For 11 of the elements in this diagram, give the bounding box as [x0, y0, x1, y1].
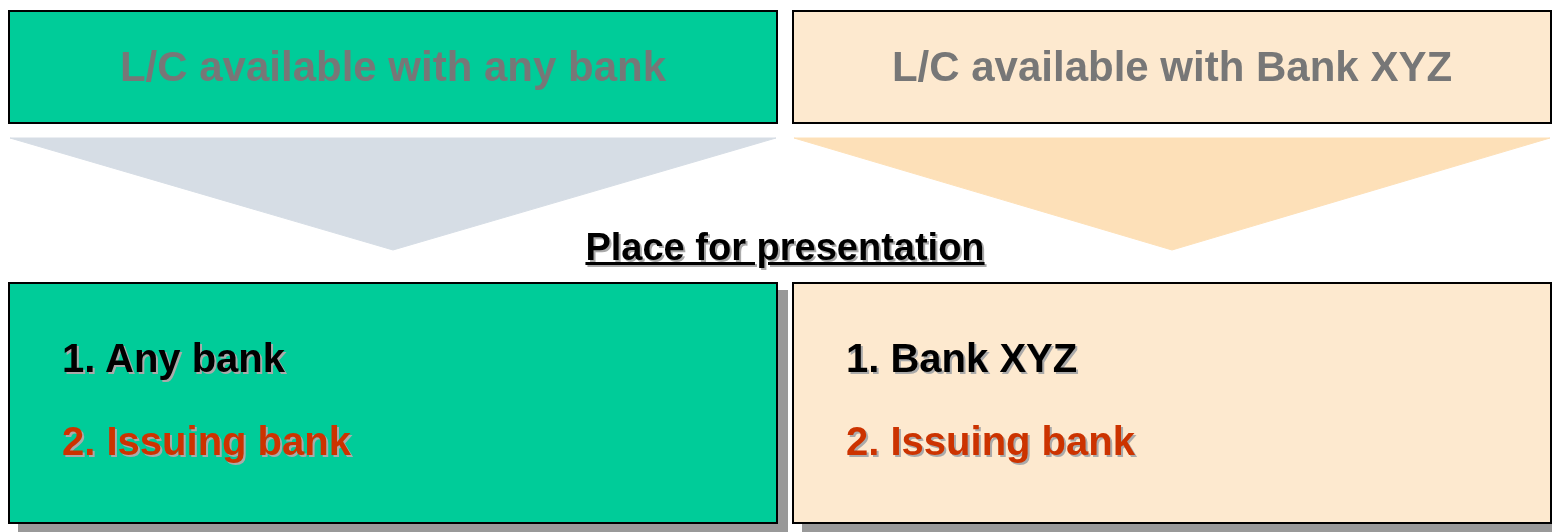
list-item: 1. Bank XYZ: [846, 336, 1079, 381]
chevron-arrow: [9, 137, 777, 251]
list-item: 2. Issuing bank: [846, 419, 1136, 464]
list-item: 1. Any bank: [62, 336, 287, 381]
header-box: [8, 10, 778, 124]
section-heading: Place for presentation: [585, 226, 985, 268]
list-item: 2. Issuing bank: [62, 419, 352, 464]
chevron-arrow: [793, 137, 1551, 251]
header-text: L/C available with Bank XYZ: [891, 43, 1453, 91]
header-box: [792, 10, 1552, 124]
header-text: L/C available with any bank: [119, 43, 667, 91]
